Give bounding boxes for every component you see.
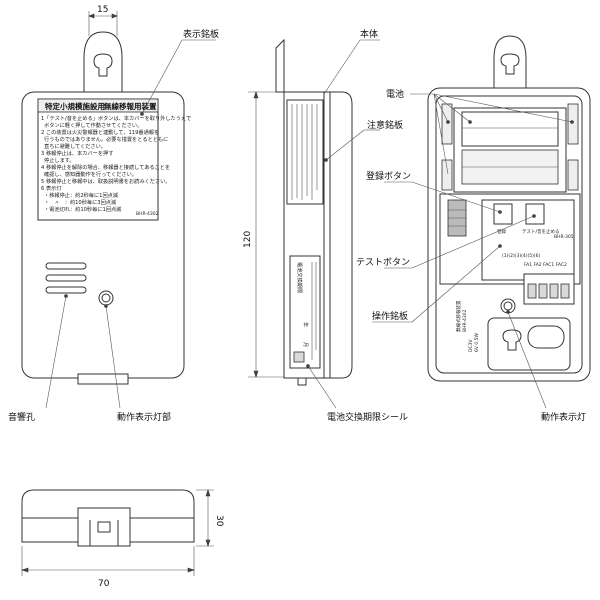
front-hanger-tab bbox=[83, 31, 123, 93]
front-plate-line: 確認し、感知器動作を行ってください。 bbox=[44, 170, 137, 178]
label-sound-hole: 音響孔 bbox=[8, 411, 35, 423]
internal-label-line: 無線式移報装置 bbox=[455, 300, 462, 332]
op-plate-row2: FA1 FA2 FAC1 FAC2 bbox=[524, 262, 567, 268]
front-plate-line: 行うものではありません。必要な措置をとるとともに bbox=[44, 135, 168, 143]
side-caution-label bbox=[286, 99, 324, 205]
sound-hole-slots bbox=[45, 262, 87, 294]
seal-line: 月 bbox=[302, 342, 309, 347]
label-operation-lamp-part: 動作表示灯部 bbox=[117, 411, 171, 423]
front-display-plate bbox=[37, 98, 159, 221]
front-plate-line: 停止します。 bbox=[44, 156, 75, 164]
front-plate-line: 3 移報停止は、本カバーを押す bbox=[41, 149, 113, 157]
internal-view: 登録 テスト/音を止める BHR-305 (1)(2)(3)(4)(5)(6) … bbox=[372, 35, 591, 409]
dim-height: 120 bbox=[243, 231, 253, 248]
internal-label-line: BHR-4302 bbox=[462, 309, 468, 332]
label-body: 本体 bbox=[360, 28, 378, 40]
label-operation-plate: 操作銘板 bbox=[372, 310, 408, 322]
front-plate-text: 1「テスト/音を止める」ボタンは、本カバーを取り外したうえで ボタンに軽く押して… bbox=[41, 114, 191, 213]
register-button bbox=[493, 203, 513, 225]
op-plate-button-right: テスト/音を止める bbox=[522, 228, 560, 235]
front-plate-line: 直ちに避難してください。 bbox=[44, 142, 106, 150]
label-display-plate: 表示銘板 bbox=[183, 28, 219, 40]
seal-line: 年 bbox=[302, 322, 310, 327]
label-battery: 電池 bbox=[386, 88, 404, 100]
front-hanger-keyhole bbox=[93, 53, 113, 77]
label-register-button: 登録ボタン bbox=[366, 170, 411, 182]
test-button bbox=[525, 203, 545, 225]
front-plate-line: 5 移報停止と移報中は、取扱説明書をお読みください。 bbox=[41, 177, 170, 185]
front-plate-model: BHR-4302 bbox=[136, 211, 159, 217]
side-battery-seal bbox=[289, 255, 321, 369]
internal-label-line: 6V 0.5W bbox=[474, 332, 480, 352]
front-plate-line: ・ 〃 ：約10秒毎に3回点滅 bbox=[44, 198, 117, 206]
front-plate-title-right: 無線移報用装置 bbox=[104, 101, 157, 111]
dim-top-width: 15 bbox=[97, 5, 108, 15]
front-plate-line: ボタンに軽く押して作動させてください。 bbox=[44, 121, 142, 129]
front-plate-line: 6 表示灯 bbox=[41, 184, 62, 192]
front-plate-line: ・移報停止：約2秒毎に1回点滅 bbox=[44, 191, 119, 199]
seal-line: 電池交換期限 bbox=[296, 262, 304, 293]
dim-width: 70 bbox=[98, 579, 110, 589]
bottom-view: 30 70 bbox=[21, 489, 224, 589]
dim-depth: 30 bbox=[214, 515, 224, 527]
front-operation-lamp bbox=[98, 290, 114, 306]
op-plate-row1: (1)(2)(3)(4)(5)(6) bbox=[502, 253, 540, 259]
side-view: 120 電池交換期限 年 月 bbox=[243, 38, 380, 409]
op-plate-code: BHR-305 bbox=[554, 234, 574, 240]
front-plate-line: 2 この装置は火災警報器と連動して、119番通報を bbox=[41, 128, 159, 136]
front-plate-line: ・電池切れ：約10秒毎に1回点滅 bbox=[44, 205, 122, 213]
label-caution-plate: 注意銘板 bbox=[367, 119, 403, 131]
op-plate-button-left: 登録 bbox=[497, 228, 506, 235]
front-plate-line: 1「テスト/音を止める」ボタンは、本カバーを取り外したうえで bbox=[41, 114, 191, 122]
internal-label-line: DC3V bbox=[468, 339, 474, 352]
front-plate-line: 4 移報停止を解除の場合、移報器と接続してあることを bbox=[41, 163, 170, 171]
front-view: 15 特定小規模施設用 無線移報用装置 1「テスト/音を止める」ボタンは、本カバ… bbox=[21, 5, 216, 409]
side-caution-lines bbox=[291, 104, 318, 200]
label-operation-lamp: 動作表示灯 bbox=[541, 411, 586, 423]
label-battery-replacement-seal: 電池交換期限シール bbox=[327, 411, 408, 423]
label-test-button: テストボタン bbox=[356, 257, 410, 268]
front-plate-title-left: 特定小規模施設用 bbox=[45, 101, 105, 111]
